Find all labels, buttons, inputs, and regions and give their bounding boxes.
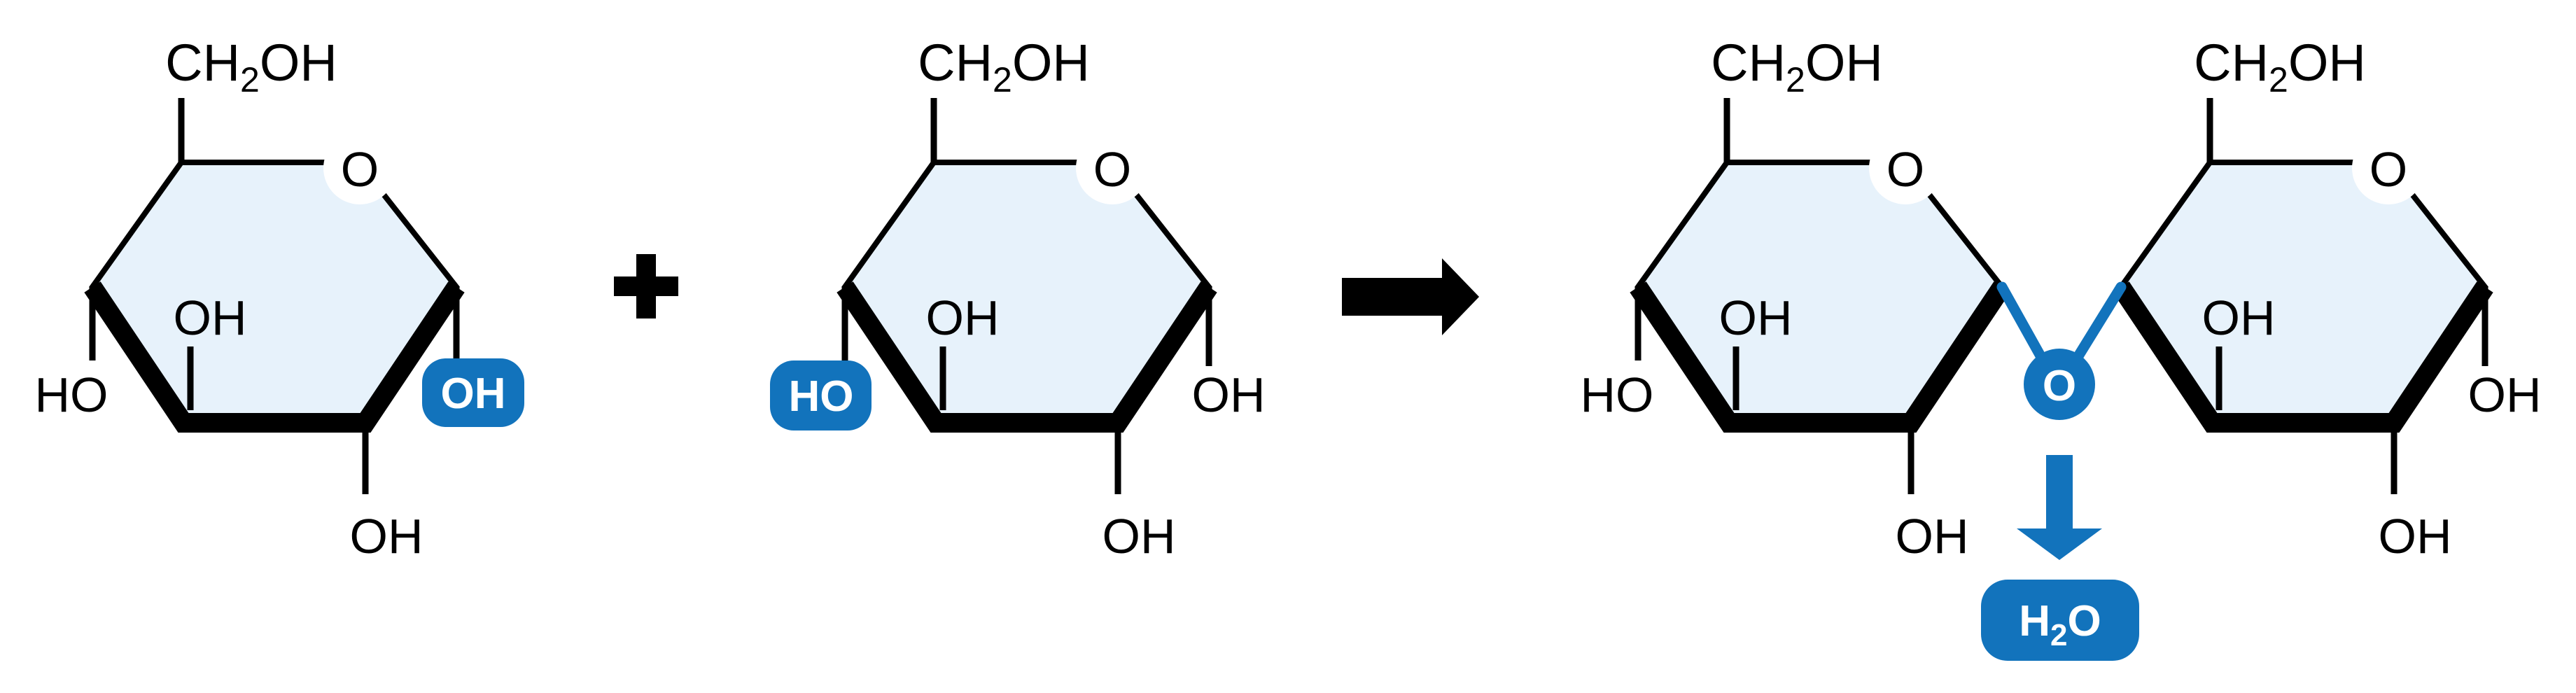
ring-oxygen-label: O	[2370, 142, 2407, 197]
water-release: H2O	[1981, 455, 2139, 661]
glucose-2-front-edge	[836, 281, 1217, 433]
product-ring-2: O CH2OH OH OH OH	[2113, 34, 2542, 564]
product-ring-1: O CH2OH OH HO OH	[1581, 34, 2010, 564]
anomeric-oh-badge	[422, 358, 524, 427]
product-ring-2-ring-oxygen-halo	[2352, 132, 2425, 204]
right-oh-label: OH	[1192, 368, 1266, 422]
inner-oh-label: OH	[2202, 290, 2276, 345]
water-arrow-icon	[2017, 455, 2102, 560]
ring-oxygen-label: O	[1093, 142, 1131, 197]
bottom-oh-label: OH	[2379, 509, 2452, 564]
bottom-oh-label: OH	[350, 509, 424, 564]
inner-oh-label: OH	[174, 290, 247, 345]
plus-sign	[614, 254, 678, 318]
water-badge-label: H2O	[2019, 597, 2101, 652]
glycosidic-bond: O	[1996, 281, 2127, 420]
glucose-1: O CH2OH OH HO OH OH	[35, 34, 524, 564]
glucose-2: O CH2OH OH HO OH OH	[770, 34, 1266, 564]
ch2oh-label: CH2OH	[165, 34, 337, 99]
glycosidic-oxygen-label: O	[2043, 362, 2076, 410]
ch2oh-label: CH2OH	[2194, 34, 2366, 99]
glycosidic-oxygen-circle	[2024, 349, 2095, 420]
inner-oh-label: OH	[926, 290, 1000, 345]
product-ring-2-front-edge	[2113, 281, 2493, 433]
product-ring-1-ring-oxygen-halo	[1869, 132, 1942, 204]
glucose-1-front-edge	[84, 281, 465, 433]
bottom-oh-label: OH	[1102, 509, 1176, 564]
reaction-arrow	[1342, 258, 1479, 335]
ring-oxygen-label: O	[341, 142, 379, 197]
left-ho-badge-label: HO	[789, 372, 854, 421]
anomeric-oh-badge-label: OH	[441, 370, 506, 418]
water-badge	[1981, 580, 2139, 661]
glucose-1-ring-oxygen-halo	[323, 132, 396, 204]
ch2oh-label: CH2OH	[1711, 34, 1883, 99]
bottom-oh-label: OH	[1896, 509, 1969, 564]
ring-oxygen-label: O	[1886, 142, 1924, 197]
left-ho-label: HO	[35, 368, 108, 422]
left-ho-label: HO	[1581, 368, 1654, 422]
product-ring-1-front-edge	[1630, 281, 2010, 433]
inner-oh-label: OH	[1719, 290, 1793, 345]
glucose-2-ring-oxygen-halo	[1076, 132, 1149, 204]
right-oh-label: OH	[2468, 368, 2542, 422]
glycosidic-bond-right	[2071, 281, 2127, 364]
ch2oh-label: CH2OH	[918, 34, 1090, 99]
left-ho-badge	[770, 360, 872, 430]
glycosidic-bond-left	[1996, 281, 2047, 364]
